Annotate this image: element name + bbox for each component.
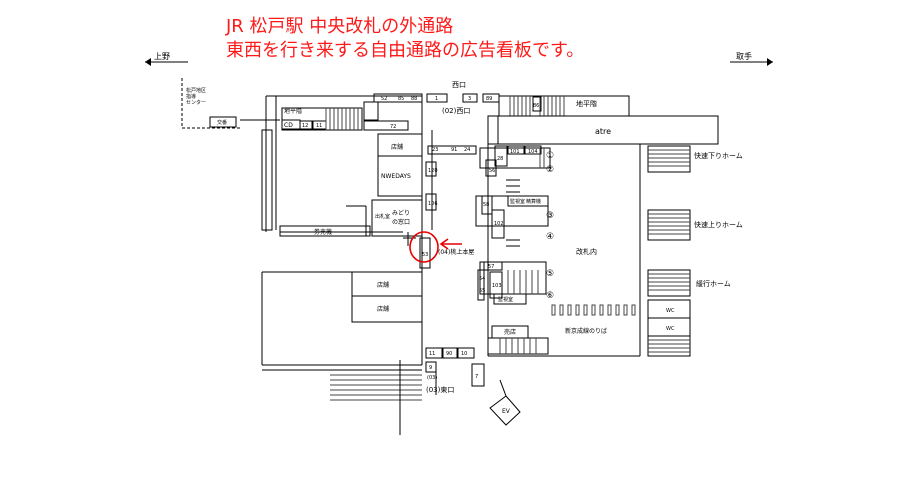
east-exit-label: (03)東口: [426, 385, 454, 394]
arrow-right-head: [767, 58, 773, 66]
rapid-up-platform-label: 快速上りホーム: [694, 220, 743, 229]
highlight-arrowhead: [439, 238, 449, 250]
bookstore-label: (04)桃上本屋: [438, 248, 474, 256]
board-bottom-11: 11: [429, 351, 435, 357]
koban-box: [209, 116, 237, 128]
board-1: 1: [435, 96, 438, 102]
board-102: 102: [494, 221, 504, 227]
board-55: 55: [479, 288, 485, 294]
platform-2-label: ②: [546, 165, 554, 175]
guide-center-line1: 松戸地区: [186, 87, 206, 94]
newdays-label: NWEDAYS: [381, 173, 411, 180]
board-28: 28: [497, 156, 503, 162]
platform-6-label: ⑥: [546, 291, 554, 301]
east-code-label: (03): [427, 375, 437, 381]
platform-3-label: ③: [546, 211, 554, 221]
highlight-circle: [409, 231, 439, 263]
cd-label: CD: [284, 122, 293, 129]
board-72: 72: [390, 124, 396, 130]
ticket-office-label: 出札室: [375, 213, 390, 220]
seisanki-label: 精算機: [526, 198, 541, 205]
board-52: 52: [381, 96, 387, 102]
shop3-box: [351, 295, 423, 323]
platform-5-label: ⑤: [546, 269, 554, 279]
board-56: 56: [489, 168, 495, 174]
ev-box: [489, 395, 521, 426]
guide-center-line2: 指導: [186, 93, 196, 100]
map-title-line1: JR 松戸駅 中央改札の外通路: [226, 16, 454, 37]
atre-box: [487, 115, 719, 145]
board-53: 53: [422, 252, 428, 258]
wc2-label: WC: [666, 326, 675, 332]
shinkei-label: 新京成線のりば: [565, 327, 607, 335]
board-101: 101: [510, 149, 520, 155]
direction-right-label: 取手: [736, 51, 752, 61]
board-12: 12: [302, 123, 308, 129]
atre-label: atre: [595, 127, 611, 136]
board-58: 58: [483, 202, 489, 208]
arrow-left-head: [145, 58, 151, 66]
board-106: 106: [428, 201, 438, 207]
board-91: 91: [451, 147, 457, 153]
board-7: 7: [475, 374, 478, 380]
board-bottom-10: 10: [461, 351, 467, 357]
platform-1-label: ①: [546, 151, 554, 161]
ticket-machine-label: 券売機: [314, 228, 332, 236]
west-exit-top: 西口: [452, 81, 466, 89]
newdays-box: [377, 155, 423, 197]
shop3-label: 店舗: [377, 305, 389, 313]
east-small-label: 9: [429, 365, 432, 371]
koban-label: 交番: [217, 119, 227, 126]
ticket-machine-box: [279, 225, 371, 237]
shop1-label: 店舗: [391, 143, 403, 151]
kaisatsunai-label: 改札内: [576, 247, 597, 256]
chiheikai-left-label: 地平階: [284, 107, 302, 115]
board-bottom-90: 90: [446, 351, 452, 357]
board-85: 85: [398, 96, 404, 102]
monitor2-label: 監視室: [498, 296, 513, 303]
board-88: 88: [411, 96, 417, 102]
board-89: 89: [486, 96, 492, 102]
board-57: 57: [488, 264, 494, 270]
local-platform-label: 緩行ホーム: [696, 279, 731, 288]
wc1-label: WC: [666, 308, 675, 314]
board-11: 11: [316, 123, 322, 129]
chiheikai-right-label: 地平階: [576, 99, 597, 108]
midori-label-2: の窓口: [392, 218, 410, 226]
guidance-center-outline: [181, 78, 240, 129]
midori-label-1: みどり: [392, 209, 410, 217]
board-104: 104: [528, 149, 538, 155]
midori-box: [371, 199, 423, 237]
board-103: 103: [492, 283, 502, 289]
board-86: 86: [533, 103, 539, 109]
direction-left-label: 上野: [154, 52, 170, 61]
ev-label: EV: [502, 408, 511, 415]
platform-4-label: ④: [546, 232, 554, 242]
board-3: 3: [468, 96, 471, 102]
baiten-label: 売店: [504, 328, 516, 336]
board-120: 120: [428, 168, 438, 174]
monitor1-label: 監視室: [510, 198, 525, 205]
board-54: 54: [479, 276, 485, 282]
shop2-label: 店舗: [377, 281, 389, 289]
rapid-down-platform-label: 快速下りホーム: [694, 151, 743, 160]
guide-center-line3: センター: [186, 99, 206, 106]
board-24: 24: [464, 147, 470, 153]
board-23: 23: [432, 147, 438, 153]
map-title-line2: 東西を行き来する自由通路の広告看板です。: [226, 40, 585, 61]
west-exit: (02)西口: [442, 107, 470, 115]
